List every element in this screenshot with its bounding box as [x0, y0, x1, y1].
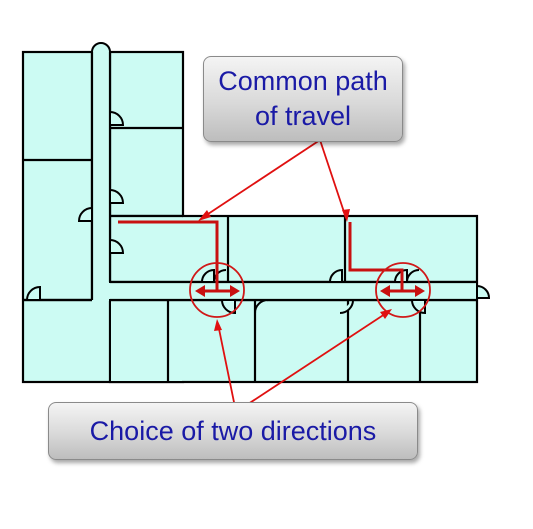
common-path-line1: Common path	[218, 66, 388, 96]
common-path-lines	[118, 220, 404, 291]
door-swing-icon	[25, 42, 491, 315]
double-arrow-icon	[195, 285, 425, 297]
common-path-line2: of travel	[254, 101, 352, 131]
choice-callout: Choice of two directions	[48, 402, 418, 460]
leader-lines	[198, 139, 392, 413]
decision-circle-icon	[189, 262, 431, 318]
choice-text: Choice of two directions	[89, 415, 377, 446]
common-path-callout: Common path of travel	[203, 56, 403, 142]
